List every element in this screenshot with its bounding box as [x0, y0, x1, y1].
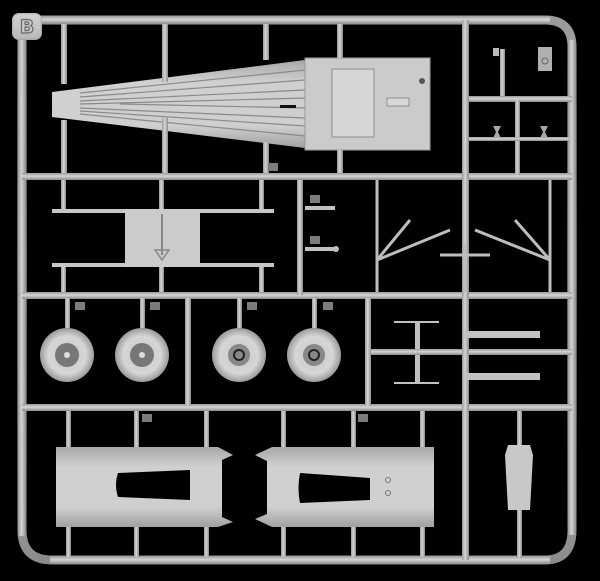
outer-frame — [17, 15, 577, 565]
wheel-gates — [65, 298, 317, 328]
instrument-box — [493, 47, 552, 96]
engine-nacelle-half-left — [56, 447, 233, 527]
gates-top — [61, 24, 343, 173]
main-wheel-hub-type-a — [40, 328, 169, 382]
part-number-tabs — [75, 163, 368, 422]
exhaust-rods — [465, 331, 540, 380]
seat-frame — [505, 411, 533, 558]
sprue-letter-label: B — [12, 13, 42, 40]
t-brackets — [394, 321, 439, 384]
horizontal-runners — [22, 96, 572, 411]
small-pins — [305, 206, 339, 252]
fuselage-floor-panel — [52, 57, 431, 151]
landing-gear-strut-frame — [375, 180, 552, 292]
main-wheel-hub-type-b — [212, 328, 341, 382]
nacelle-gates — [66, 411, 425, 557]
cargo-ramp-panel — [52, 180, 274, 292]
engine-nacelle-half-right — [255, 447, 434, 527]
small-brackets — [469, 126, 569, 141]
